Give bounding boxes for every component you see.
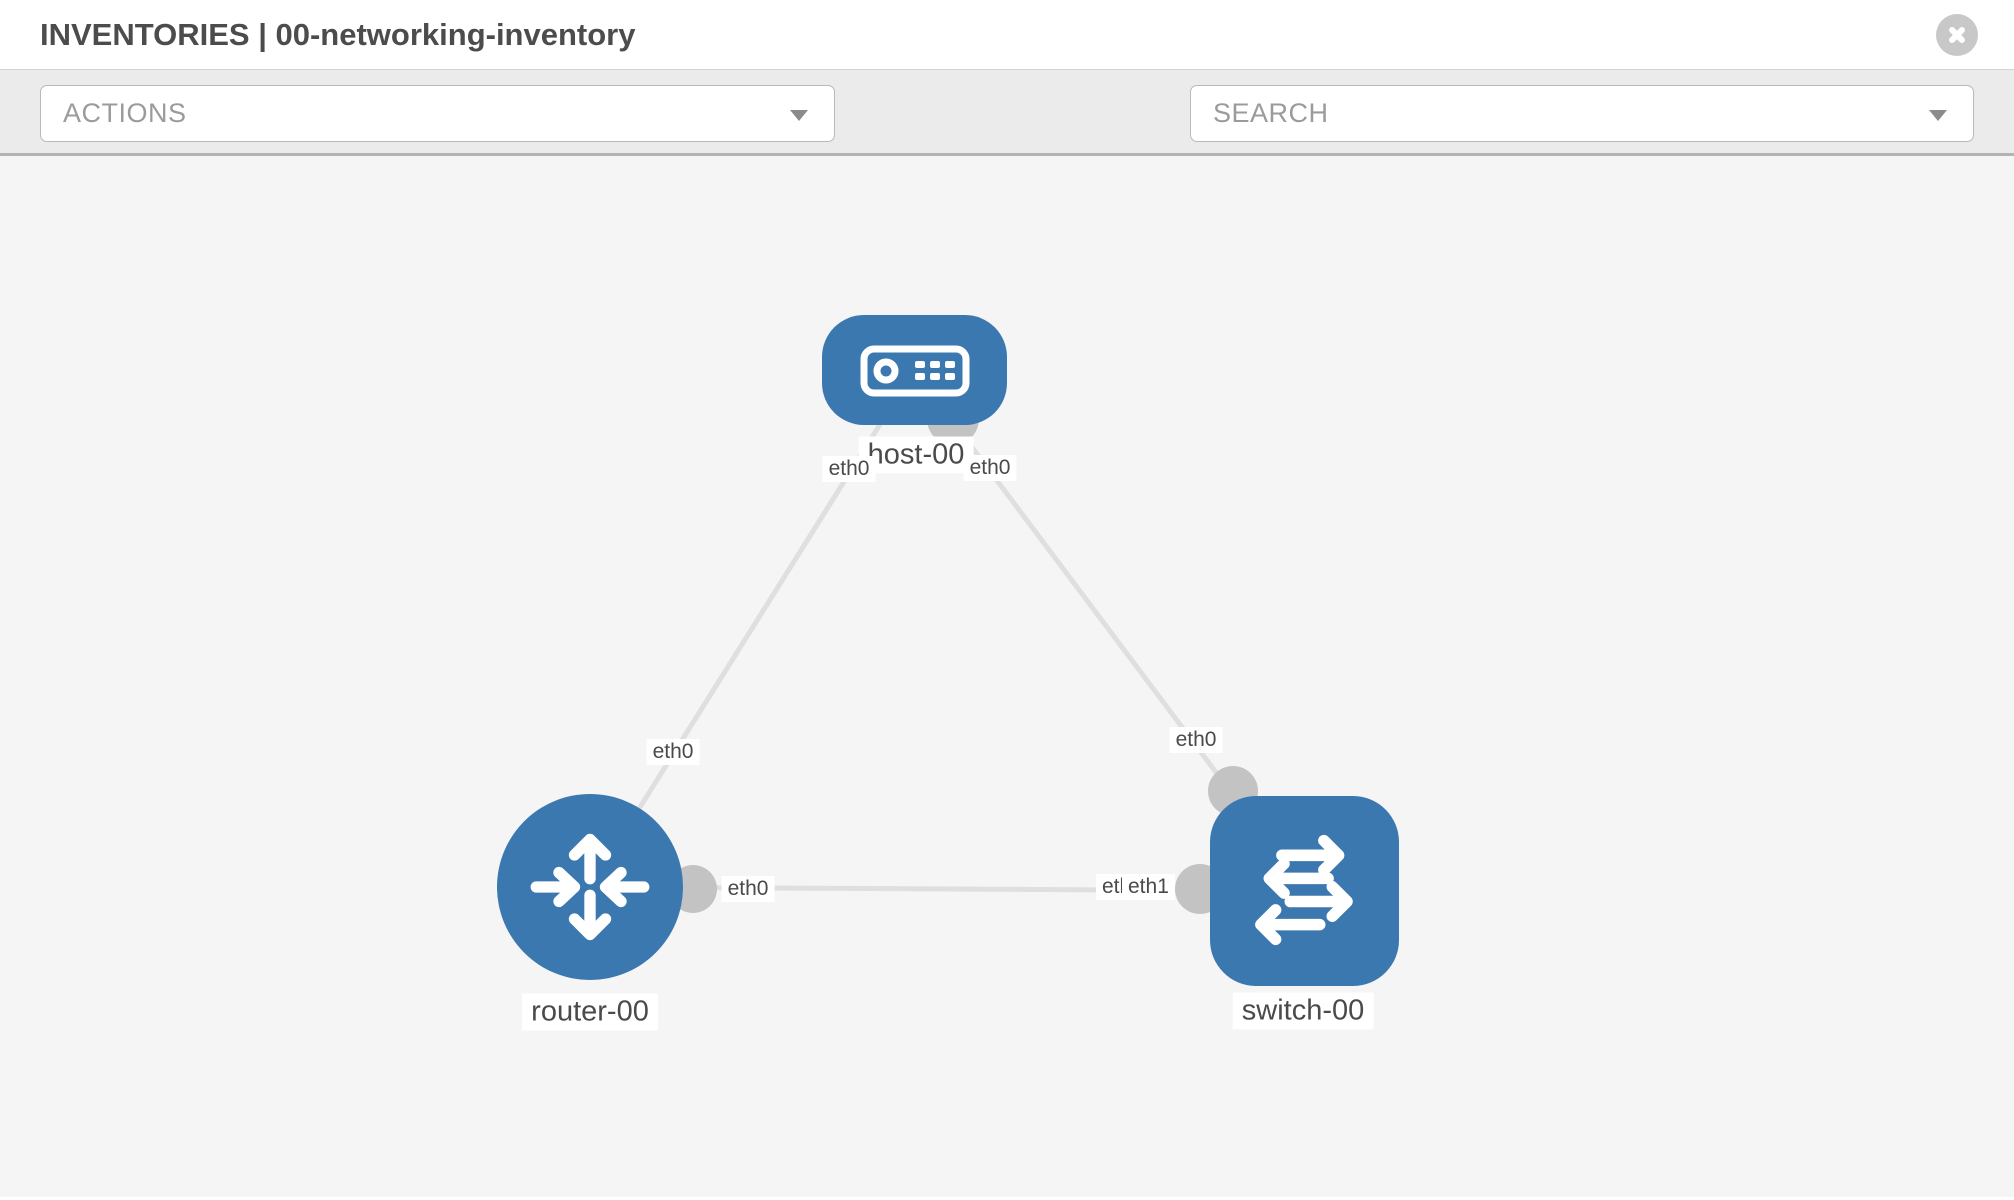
- host-icon: [860, 345, 969, 397]
- actions-dropdown-label: ACTIONS: [63, 98, 187, 128]
- node-label-router: router-00: [522, 993, 658, 1031]
- chevron-down-icon: [1929, 110, 1947, 121]
- node-label-host: host-00: [858, 436, 974, 474]
- close-icon[interactable]: [1936, 14, 1978, 56]
- switch-icon: [1254, 834, 1353, 946]
- search-dropdown[interactable]: SEARCH: [1190, 85, 1974, 142]
- interface-label-switch-top: eth0: [1169, 727, 1223, 753]
- node-host-00[interactable]: [822, 315, 1007, 425]
- interface-label-switch-left-front: eth1: [1122, 874, 1175, 900]
- interface-label-router-right: eth0: [721, 876, 775, 902]
- node-label-switch: switch-00: [1232, 992, 1374, 1030]
- interface-label-router-top: eth0: [646, 739, 700, 765]
- page-title: INVENTORIES | 00-networking-inventory: [40, 17, 636, 52]
- node-switch-00[interactable]: [1210, 796, 1399, 986]
- chevron-down-icon: [790, 110, 808, 121]
- topology-links: [587, 368, 1307, 914]
- toolbar: ACTIONS SEARCH: [0, 70, 2014, 204]
- interface-label-host-left: eth0: [822, 456, 876, 482]
- interface-label-host-right: eth0: [963, 455, 1017, 481]
- node-router-00[interactable]: [497, 794, 683, 980]
- topology-canvas[interactable]: host-00 router-00 switch-00 eth0 eth0 et…: [0, 156, 2014, 1197]
- window-header: INVENTORIES | 00-networking-inventory: [0, 0, 2014, 70]
- actions-dropdown[interactable]: ACTIONS: [40, 85, 835, 142]
- search-placeholder: SEARCH: [1213, 98, 1329, 128]
- router-icon: [530, 833, 650, 941]
